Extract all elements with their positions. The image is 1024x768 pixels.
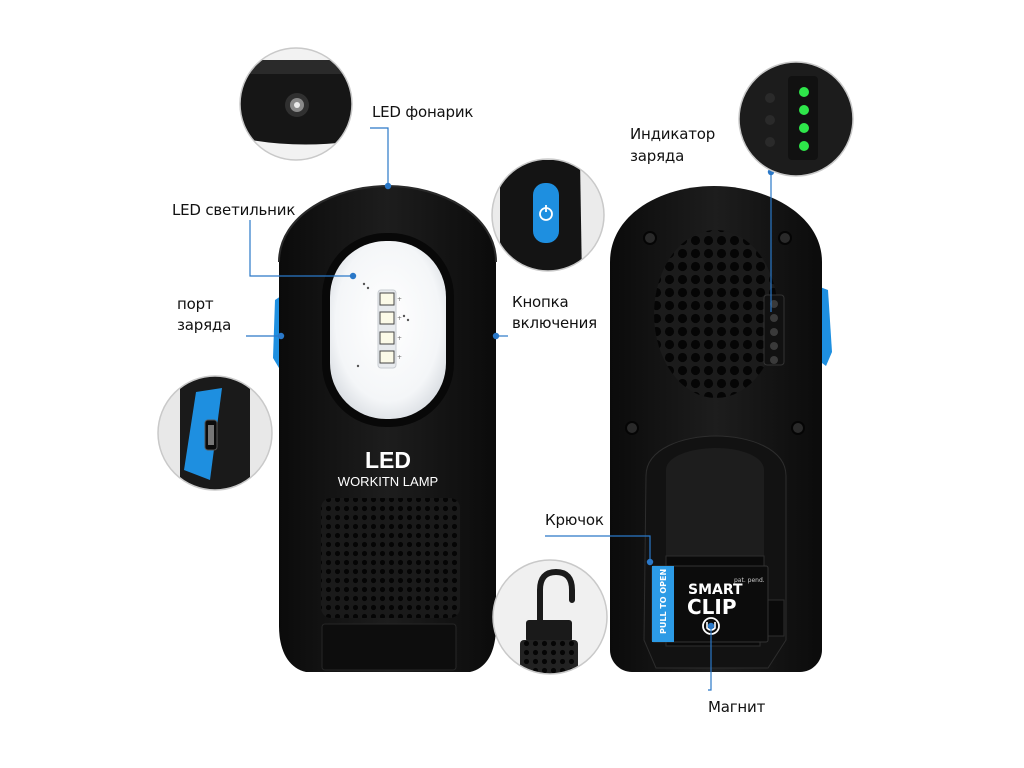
usb-port-icon (208, 425, 214, 445)
svg-text:+: + (397, 354, 402, 361)
line-hook (545, 535, 651, 562)
power-icon (539, 205, 553, 221)
label-charge-indicator-1: Индикатор (630, 125, 716, 143)
line-led-flashlight (370, 127, 389, 186)
clip-text: CLIP (687, 595, 737, 619)
label-charge-port-2: заряда (177, 316, 232, 334)
pat-pend-text: pat. pend. (734, 577, 765, 584)
lamp-brand-text: LED (365, 447, 411, 473)
lamp-front: + + + + (273, 184, 497, 672)
power-button (533, 183, 559, 243)
line-led-lamp (249, 220, 353, 277)
label-power-button-2: включения (512, 314, 597, 332)
detail-power-button (491, 158, 605, 272)
label-led-flashlight: LED фонарик (372, 103, 474, 121)
callout-dots (277, 168, 775, 630)
lamp-model-text: WORKITN LAMP (338, 474, 438, 489)
stand (321, 623, 457, 671)
lamp-back: PULL TO OPEN pat. pend. SMART CLIP (610, 186, 832, 672)
detail-charge-indicator (738, 61, 854, 177)
svg-text:+: + (397, 296, 402, 303)
label-magnet: Магнит (708, 698, 766, 716)
callout-lines (246, 127, 772, 691)
label-hook: Крючок (545, 511, 604, 529)
label-charge-indicator-2: заряда (630, 147, 685, 165)
smart-text: SMART (688, 582, 743, 598)
label-led-lamp: LED светильник (172, 201, 296, 219)
label-power-button-1: Кнопка (512, 293, 569, 311)
detail-charge-port (157, 375, 273, 491)
svg-text:+: + (397, 315, 402, 322)
pull-to-open-text: PULL TO OPEN (659, 569, 668, 634)
led-array: + + + + (356, 282, 410, 369)
detail-flashlight (239, 47, 353, 161)
svg-text:+: + (397, 335, 402, 342)
detail-hook (492, 559, 608, 675)
label-charge-port-1: порт (177, 295, 214, 313)
line-magnet (708, 626, 712, 691)
